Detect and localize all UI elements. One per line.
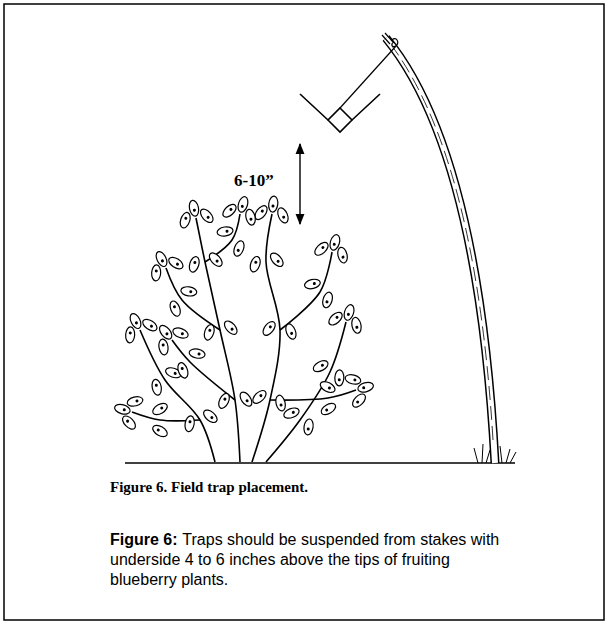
leaf [176,361,190,379]
leaf [328,233,341,251]
leaf [151,265,161,282]
bush-branch [252,214,280,462]
leaf [154,250,169,268]
leaf [244,208,256,226]
stake [382,33,495,463]
leaf [188,199,200,216]
bush-branch [280,252,332,330]
leaf [251,388,269,406]
dimension-arrow [299,144,300,224]
bush-branch [196,218,240,462]
bush-branch [266,322,346,462]
leaf [168,300,182,318]
leaf [274,394,287,412]
leaf [198,207,215,225]
bush-branch [172,340,235,400]
leaf [284,322,298,340]
caption-heading: Figure 6: [110,531,178,548]
leaf [261,319,278,337]
leaf [318,379,336,394]
leaf [188,348,205,360]
leaf [113,403,131,416]
leaf [180,286,197,297]
leaf [222,319,239,337]
leaf [319,401,337,417]
leaf [217,392,232,410]
leaf [188,255,201,273]
leaf [232,239,246,257]
leaf [171,326,189,340]
sticky-trap [300,94,380,132]
leaf [207,251,224,269]
leaf [184,415,196,432]
leaf [141,317,159,333]
leaf [344,373,362,386]
bush-branch [166,268,220,330]
leaf [304,278,322,290]
leaf [311,358,329,373]
leaf [327,310,345,327]
leaf [336,246,348,264]
blueberry-bush [113,195,374,462]
leaf [282,406,300,420]
leaf [151,401,169,417]
leaf [216,226,233,237]
leaf [350,392,368,410]
leaf [126,395,144,408]
leaf [158,338,169,355]
hanging-string [340,46,396,108]
leaf [321,291,334,309]
leaf [303,418,314,435]
leaf [276,206,291,224]
leaf [151,379,163,396]
leaf [201,408,219,425]
leaf [342,303,355,321]
leaf [167,255,185,271]
leaf [120,414,138,432]
leaf [203,323,216,341]
leaf [221,202,239,219]
leaf [268,251,285,269]
leaf [335,370,345,386]
ground-line [125,462,515,464]
leaf [268,196,279,213]
leaf [248,255,262,273]
leaf [357,381,375,394]
leaf [236,195,249,213]
figure-border [4,4,604,620]
leaf [178,211,192,229]
leaf [238,390,254,408]
figure-title: Figure 6. Field trap placement. [110,479,308,496]
leaf [313,240,331,258]
leaf [350,317,362,335]
dimension-label: 6-10” [234,171,274,191]
leaf [157,323,174,341]
leaf [151,423,169,439]
caption-text: Figure 6:Traps should be suspended from … [110,530,520,590]
leaf [125,327,135,344]
bush-branch [140,330,215,462]
leaf [128,312,143,330]
